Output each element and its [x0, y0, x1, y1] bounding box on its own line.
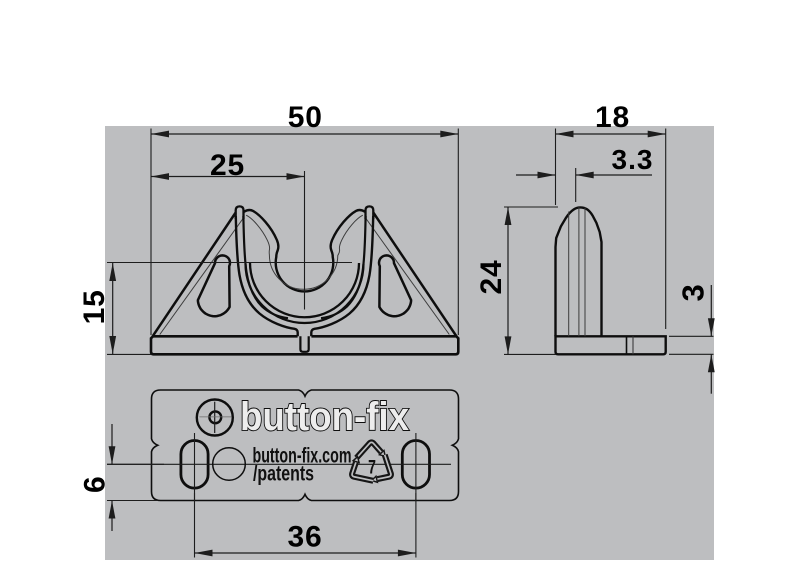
svg-text:7: 7 [368, 456, 376, 478]
svg-text:50: 50 [288, 101, 323, 134]
svg-text:25: 25 [210, 149, 245, 182]
svg-text:6: 6 [79, 476, 112, 493]
svg-text:18: 18 [595, 101, 630, 134]
svg-text:36: 36 [288, 520, 323, 553]
svg-text:/patents: /patents [253, 462, 314, 485]
svg-text:button-fix: button-fix [240, 395, 409, 439]
svg-text:3.3: 3.3 [612, 144, 654, 175]
svg-text:15: 15 [78, 289, 111, 324]
svg-text:3: 3 [675, 284, 710, 301]
svg-text:24: 24 [475, 260, 508, 295]
svg-text:button-fix.com: button-fix.com [253, 444, 352, 467]
